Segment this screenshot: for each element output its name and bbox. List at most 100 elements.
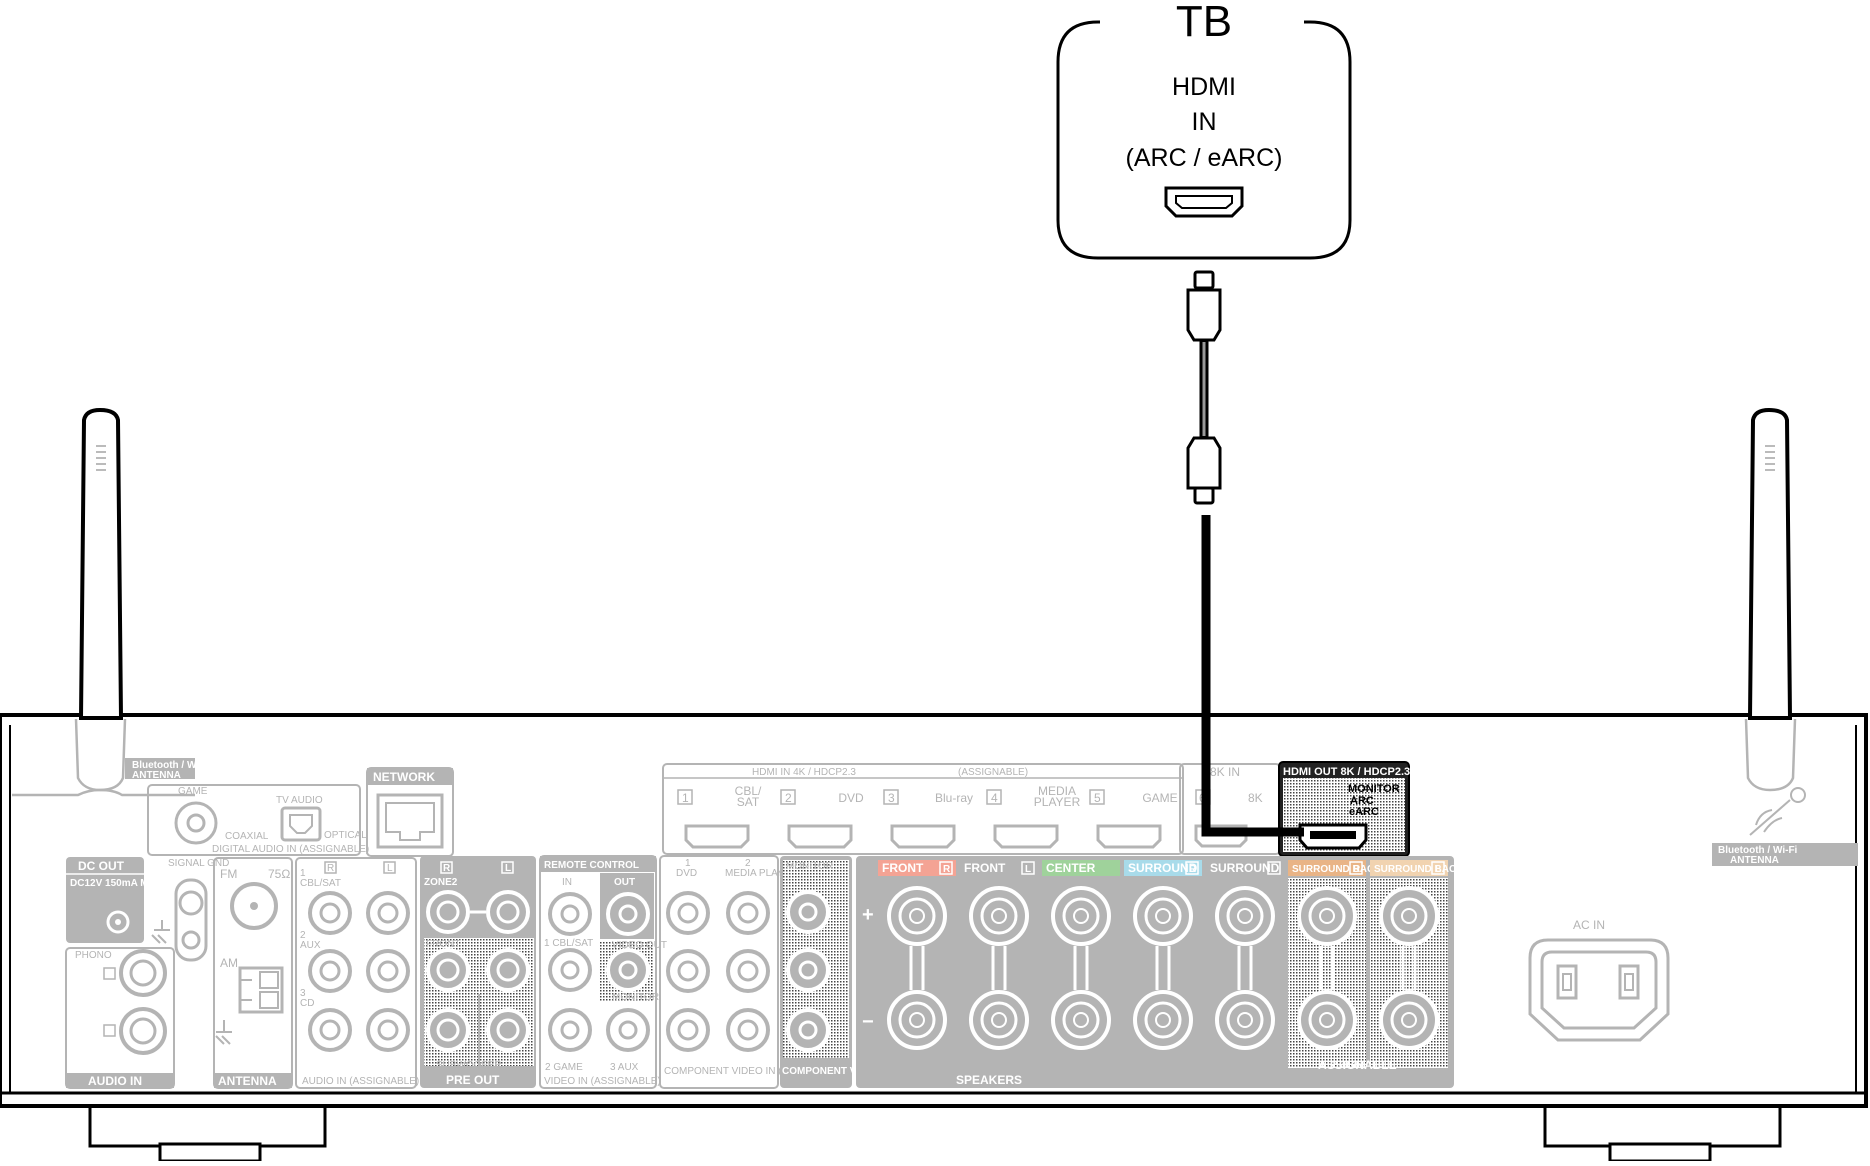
- audio-in-r-label: R: [327, 863, 334, 874]
- network-label: NETWORK: [373, 770, 435, 784]
- comp-in-1-jack[interactable]: [666, 891, 710, 935]
- antenna-right-label-2: ANTENNA: [1730, 855, 1779, 866]
- dc-out-jack[interactable]: [106, 910, 130, 934]
- video-in-3-jack[interactable]: [606, 1008, 650, 1052]
- zone2-r-jack[interactable]: [426, 890, 470, 934]
- video-in-row1-label: 1 CBL/SAT: [544, 938, 593, 949]
- speaker-group-side: L: [1025, 864, 1031, 875]
- video-out-monitor-jack[interactable]: [606, 948, 650, 992]
- speaker-terminal-plus[interactable]: [969, 886, 1029, 946]
- comp-in-2-jack[interactable]: [726, 949, 770, 993]
- speaker-terminal-minus[interactable]: [1379, 990, 1439, 1050]
- ac-inlet[interactable]: [1528, 938, 1670, 1042]
- antenna-left-label-1: Bluetooth / Wi-Fi: [132, 760, 212, 771]
- audio-in-l-jack[interactable]: [366, 1008, 410, 1052]
- antenna-left-label-2: ANTENNA: [132, 770, 181, 781]
- audio-in-r-jack[interactable]: [308, 891, 352, 935]
- subwoofer-1-jack[interactable]: [426, 1008, 470, 1052]
- comp-in-1-jack[interactable]: [666, 949, 710, 993]
- component-video-in-label: COMPONENT VIDEO IN (ASSIGNABLE): [664, 1066, 848, 1077]
- zone2-label: ZONE2: [424, 877, 458, 888]
- speaker-terminal-plus[interactable]: [887, 886, 947, 946]
- front-pre-out-r-jack[interactable]: [426, 948, 470, 992]
- pre-out-label: PRE OUT: [446, 1073, 500, 1087]
- hdmi-out-monitor-label: MONITOR: [1348, 783, 1400, 795]
- speaker-terminal-minus[interactable]: [969, 990, 1029, 1050]
- audio-in-l-jack[interactable]: [366, 891, 410, 935]
- subwoofer-label: SUBWOOFER: [436, 1060, 502, 1071]
- antenna-right-label-1: Bluetooth / Wi-Fi: [1718, 845, 1798, 856]
- speaker-terminal-plus[interactable]: [1297, 886, 1357, 946]
- front-pre-out-l-jack[interactable]: [486, 948, 530, 992]
- speaker-group-2: FRONT L: [960, 860, 1038, 1068]
- comp-in-2-jack[interactable]: [726, 1008, 770, 1052]
- speaker-terminal-minus[interactable]: [1051, 990, 1111, 1050]
- speaker-group-name: FRONT: [882, 861, 924, 875]
- am-label: AM: [220, 956, 238, 970]
- fm-label: FM: [220, 867, 237, 881]
- tv-title: TB: [1176, 0, 1232, 46]
- speaker-terminal-plus[interactable]: [1133, 886, 1193, 946]
- speaker-group-name: FRONT: [964, 861, 1006, 875]
- comp-out-pr-jack[interactable]: [786, 1008, 830, 1052]
- component-in-jack-grid: [666, 891, 770, 1052]
- coaxial-jack[interactable]: [174, 801, 218, 845]
- comp-in-1-jack[interactable]: [666, 1008, 710, 1052]
- comp-out-y-jack[interactable]: [786, 890, 830, 934]
- video-in-2-jack[interactable]: [548, 1008, 592, 1052]
- audio-in-r-jack[interactable]: [308, 1008, 352, 1052]
- speaker-terminal-minus[interactable]: [1297, 990, 1357, 1050]
- comp-in-2-jack[interactable]: [726, 891, 770, 935]
- network-port[interactable]: [376, 793, 444, 849]
- zone2-l-jack[interactable]: [486, 890, 530, 934]
- signal-gnd-terminal[interactable]: [174, 878, 208, 962]
- fm-antenna-jack[interactable]: [230, 882, 278, 930]
- audio-in-row1-num: 1: [300, 868, 306, 879]
- rc-out-jack[interactable]: [606, 892, 650, 936]
- antenna-label: ANTENNA: [218, 1074, 277, 1088]
- speaker-group-side: L: [1271, 864, 1277, 875]
- fm-ohm-label: 75Ω: [268, 867, 290, 881]
- phono-r-jack[interactable]: [119, 1007, 167, 1055]
- speaker-terminal-minus[interactable]: [1133, 990, 1193, 1050]
- speaker-terminal-minus[interactable]: [1215, 990, 1275, 1050]
- optical-jack[interactable]: [280, 806, 322, 842]
- speaker-terminal-minus[interactable]: [887, 990, 947, 1050]
- digital-audio-in-section: GAME COAXIAL TV AUDIO OPTICAL DIGITAL AU…: [147, 784, 369, 856]
- speaker-terminal-plus[interactable]: [1051, 886, 1111, 946]
- speaker-terminal-plus[interactable]: [1379, 886, 1439, 946]
- audio-in-l-label: L: [387, 863, 393, 874]
- rc-in-jack[interactable]: [548, 892, 592, 936]
- hdmi-input-4-name: PLAYER: [1034, 795, 1081, 809]
- digital-audio-in-label: DIGITAL AUDIO IN (ASSIGNABLE): [212, 844, 369, 855]
- remote-video-in-section: REMOTE CONTROL IN OUT 1 CBL/SAT VIDEO OU…: [539, 855, 667, 1089]
- am-antenna-terminal[interactable]: [238, 966, 284, 1014]
- audio-in-row3-num: 3: [300, 988, 306, 999]
- comp-out-monitor-label: MONITOR: [786, 861, 833, 872]
- audio-in-l-jack[interactable]: [366, 949, 410, 993]
- comp-in-2-num: 2: [745, 858, 751, 869]
- hdmi-assignable-label: (ASSIGNABLE): [958, 767, 1028, 778]
- video-in-1-jack[interactable]: [548, 948, 592, 992]
- audio-in-r-jack[interactable]: [308, 949, 352, 993]
- phono-section: PHONO AUDIO IN: [65, 947, 175, 1089]
- comp-out-pb-jack[interactable]: [786, 948, 830, 992]
- subwoofer-2-jack[interactable]: [486, 1008, 530, 1052]
- antenna-right-rotate-icon: [1749, 787, 1806, 836]
- hdmi-out-label: HDMI OUT 8K / HDCP2.3: [1283, 766, 1410, 778]
- tv-hdmi-port-icon[interactable]: [1164, 186, 1244, 218]
- speaker-terminal-plus[interactable]: [1215, 886, 1275, 946]
- phono-l-jack[interactable]: [119, 949, 167, 997]
- speaker-group-side: L: [1435, 864, 1441, 875]
- hdmi-out-port[interactable]: [1298, 823, 1368, 850]
- audio-in-row2-label: AUX: [300, 940, 321, 951]
